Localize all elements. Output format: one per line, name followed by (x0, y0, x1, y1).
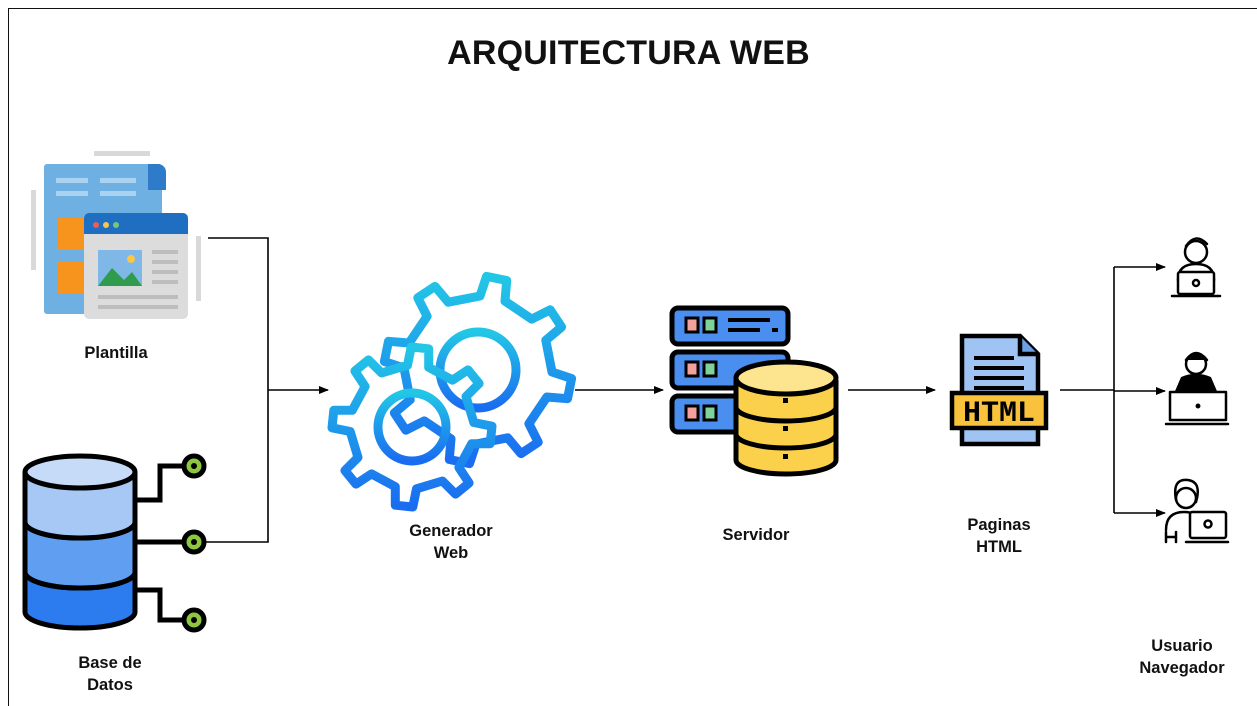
connector-lines (205, 237, 1166, 543)
gears-icon (327, 271, 577, 512)
users-laptop-icon (1164, 237, 1230, 544)
database-icon (22, 453, 182, 631)
database-connector-nodes (181, 453, 207, 633)
merge-connector (205, 237, 269, 543)
frame-border (8, 8, 1257, 706)
label-servidor: Servidor (722, 526, 790, 544)
large-gear-hole (435, 327, 521, 413)
user-icon-1 (1170, 237, 1222, 298)
template-document-icon (31, 151, 201, 319)
label-paginas-html: Paginas HTML (967, 516, 1031, 556)
label-base-de-datos: Base de Datos (78, 654, 142, 694)
small-gear-outline (327, 342, 497, 512)
html-file-text: HTML (963, 397, 1035, 431)
small-gear-hole (373, 388, 451, 466)
large-gear-outline (379, 271, 577, 469)
label-generador-web: Generador Web (409, 522, 493, 562)
server-database-icon (669, 305, 839, 477)
user-icon-2 (1164, 351, 1230, 426)
label-plantilla: Plantilla (84, 344, 148, 362)
label-usuario-navegador: Usuario Navegador (1139, 637, 1225, 677)
diagram-title: ARQUITECTURA WEB (447, 34, 810, 72)
html-file-icon (949, 333, 1049, 447)
user-icon-3 (1164, 478, 1230, 544)
